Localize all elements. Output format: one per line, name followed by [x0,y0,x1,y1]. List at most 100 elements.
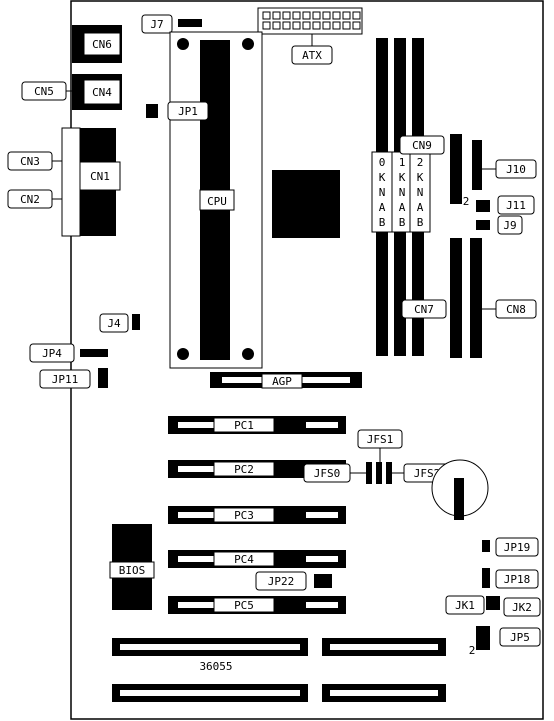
atx-pin [342,11,351,20]
atx-label: ATX [302,49,322,62]
bank2-letter: 2 [417,156,424,169]
bank0-letter: N [379,186,386,199]
cn5-label: CN5 [34,85,54,98]
jk1-jumper [486,596,500,610]
atx-pin [352,11,361,20]
atx-pin [282,11,291,20]
atx-pin [332,21,341,30]
cn8-ide-connector [470,238,482,358]
pin-2-marker-jp5: 2 [469,644,476,657]
pin-2-marker-j11: 2 [463,195,470,208]
cn1-parallel-connector: CN1 [61,127,121,237]
jfs0-jumper [366,462,372,484]
jp1-jumper [146,104,158,118]
atx-pin [272,21,281,30]
pc1-label: PC1 [234,419,254,432]
bank1-letter: A [399,201,406,214]
j9-label: J9 [503,219,516,232]
cn7-ide-connector [450,238,462,358]
cpu-label: CPU [207,195,227,208]
pc2-label: PC2 [234,463,254,476]
cn1-label: CN1 [90,170,110,183]
bios-label: BIOS [119,564,146,577]
atx-pin [332,11,341,20]
bank1-letter: 1 [399,156,406,169]
bank0-letter: B [379,216,386,229]
cn7-label: CN7 [414,303,434,316]
bank1-letter: B [399,216,406,229]
j10-connector [472,140,482,190]
pc3-label: PC3 [234,509,254,522]
atx-pin [292,11,301,20]
bank2-letter: A [417,201,424,214]
j7-jumper [178,19,202,27]
jfs1-jumper [376,462,382,484]
model-number: 36055 [199,660,232,673]
j10-label: J10 [506,163,526,176]
jp11-jumper [98,368,108,388]
atx-pin [302,11,311,20]
cn6-label: CN6 [92,38,112,51]
jk1-label: JK1 [455,599,475,612]
isa-slot-2 [112,684,446,702]
j4-label: J4 [107,317,121,330]
atx-pin [322,11,331,20]
atx-pin [342,21,351,30]
atx-pin [312,11,321,20]
bank1-letter: K [399,171,406,184]
isa-slot-1 [112,638,446,656]
jfs2-jumper [386,462,392,484]
pci-slot-3: PC3 [168,506,346,524]
atx-pin [322,21,331,30]
atx-pin [282,21,291,30]
pci-slot-1: PC1 [168,416,346,434]
cpu-slot: CPU [169,31,263,369]
jk2-label: JK2 [512,601,532,614]
cn3-label: CN3 [20,155,40,168]
j4-jumper [132,314,140,330]
cn8-label: CN8 [506,303,526,316]
jfs2-label: JFS2 [414,467,441,480]
cn9-label: CN9 [412,139,432,152]
j7-label: J7 [150,18,163,31]
bank0-letter: K [379,171,386,184]
bank2-letter: B [417,216,424,229]
atx-pin [262,11,271,20]
atx-pin [302,21,311,30]
pc4-label: PC4 [234,553,254,566]
cn4-label: CN4 [92,86,112,99]
jp22-jumper [314,574,332,588]
atx-pin [262,21,271,30]
bank0-letter: 0 [379,156,386,169]
bank1-letter: N [399,186,406,199]
jp4-jumper [80,349,108,357]
bank2-letter: K [417,171,424,184]
jp5-jumper [476,626,490,650]
jp22-label: JP22 [268,575,295,588]
jp18-label: JP18 [504,573,531,586]
cn6-connector: CN6 [72,25,122,63]
bank0-letter: A [379,201,386,214]
pci-slot-4: PC4 [168,550,346,568]
atx-pin [272,11,281,20]
j11-label: J11 [506,199,526,212]
jfs0-label: JFS0 [314,467,341,480]
jp1-label: JP1 [178,105,198,118]
jp19-label: JP19 [504,541,531,554]
jp4-label: JP4 [42,347,62,360]
cn4-connector: CN4 [72,74,122,110]
atx-pin [352,21,361,30]
agp-label: AGP [272,375,292,388]
pc5-label: PC5 [234,599,254,612]
jp5-label: JP5 [510,631,530,644]
cn9-connector [450,134,462,204]
atx-pin [312,21,321,30]
pci-slot-5: PC5 [168,596,346,614]
atx-pin [292,21,301,30]
bank2-letter: N [417,186,424,199]
chipset [272,170,340,238]
